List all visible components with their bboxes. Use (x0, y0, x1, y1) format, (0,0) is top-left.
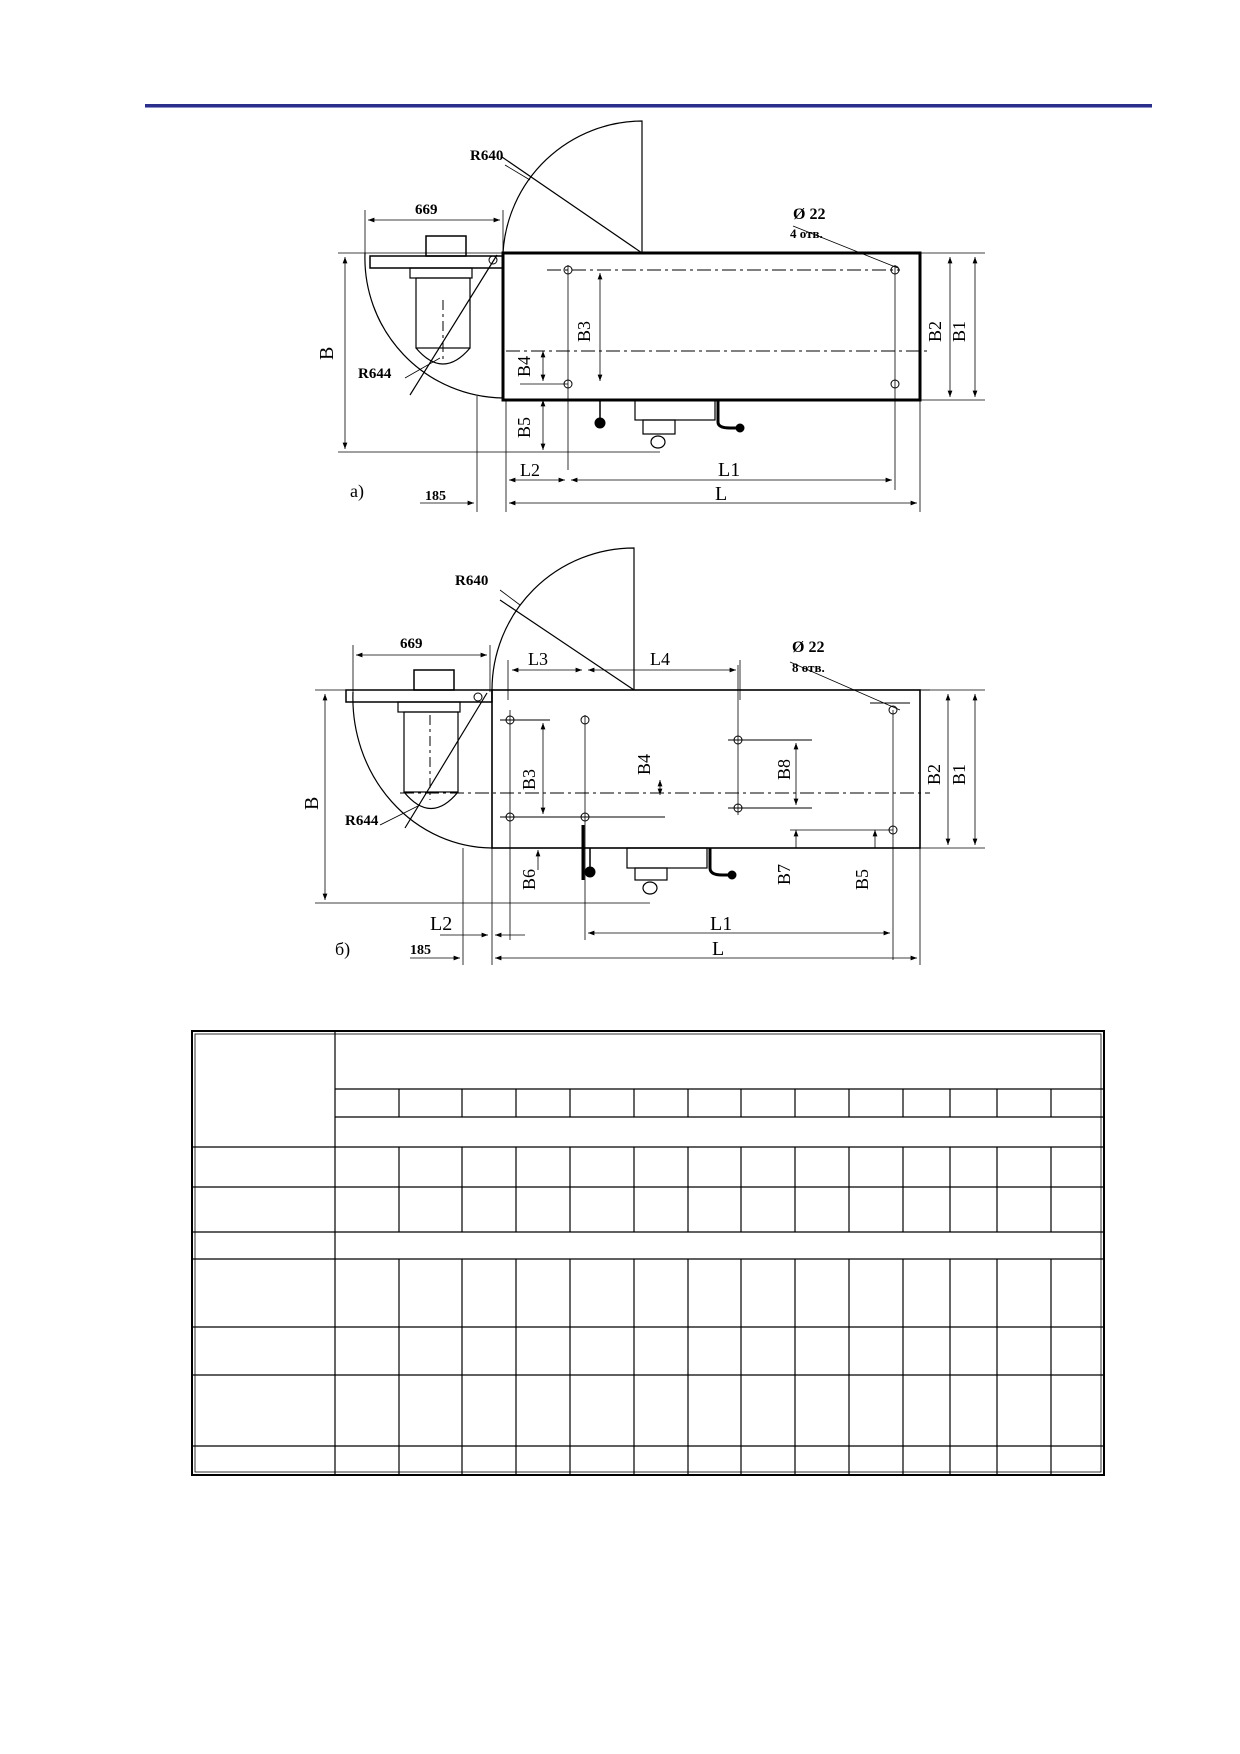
dim-b7-label-b: B7 (774, 864, 794, 885)
dim-l2-label-a: L2 (520, 460, 540, 480)
dim-b8-label-b: B8 (774, 759, 794, 780)
hole-dia-label-a: Ø 22 (793, 206, 825, 223)
dim-l4-label-b: L4 (650, 649, 670, 669)
dim-b5-label-b: B5 (852, 869, 872, 890)
hole-count-label-b: 8 отв. (792, 660, 825, 675)
dim-l-label-a: L (715, 483, 727, 505)
header-rule (145, 104, 1152, 108)
dim-b3-label-b: B3 (519, 769, 539, 790)
dim-l2-label-b: L2 (430, 913, 452, 935)
dim-b1-label-a: B1 (949, 321, 969, 342)
drawing-a (338, 120, 985, 512)
table-column-lines (398, 1089, 1052, 1475)
dim-b3-label-a: B3 (574, 321, 594, 342)
dim-b1-label-b: B1 (949, 764, 969, 785)
offset-185-label-a: 185 (425, 489, 446, 504)
dim-b4-label-b: B4 (634, 754, 654, 775)
r640-label-a: R640 (470, 148, 503, 164)
drawing-b (315, 547, 985, 965)
r644-label-a: R644 (358, 366, 392, 382)
offset-185-label-b: 185 (410, 943, 431, 958)
r644-label-b: R644 (345, 813, 379, 829)
dim-b-label-b: B (301, 797, 323, 810)
view-label-a: а) (350, 481, 364, 502)
hole-count-label-a: 4 отв. (790, 226, 823, 241)
dim-l3-label-b: L3 (528, 649, 548, 669)
view-label-b: б) (335, 939, 350, 960)
dim-l-label-b: L (712, 938, 724, 960)
dim-b2-label-b: B2 (924, 764, 944, 785)
dim-b6-label-b: B6 (519, 869, 539, 890)
dim-b5-label-a: B5 (514, 417, 534, 438)
r640-label-b: R640 (455, 573, 488, 589)
dim-l1-label-b: L1 (710, 913, 732, 935)
width-669-label-a: 669 (415, 202, 438, 218)
dim-b4-label-a: B4 (514, 356, 534, 377)
hole-dia-label-b: Ø 22 (792, 639, 824, 656)
dim-b-label-a: B (316, 347, 338, 360)
dim-l1-label-a: L1 (718, 459, 740, 481)
width-669-label-b: 669 (400, 636, 423, 652)
dim-b2-label-a: B2 (925, 321, 945, 342)
